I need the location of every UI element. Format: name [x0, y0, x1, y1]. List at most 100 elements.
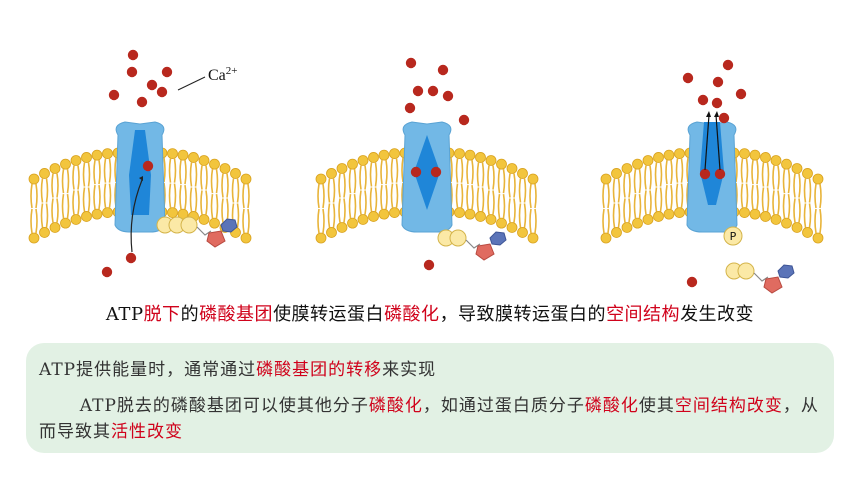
calcium-ion [686, 276, 698, 288]
calcium-ion [108, 89, 120, 101]
lipid-tail [814, 208, 822, 234]
lipid-head [475, 211, 486, 222]
lipid-head [621, 163, 633, 174]
calcium-ion [697, 94, 709, 106]
lipid-tail [168, 158, 177, 183]
lipid-tail [168, 183, 177, 208]
lipid-head [167, 148, 178, 160]
protein-channel [129, 130, 151, 215]
ca-label-leader [177, 76, 206, 91]
lipid-tail [221, 173, 229, 198]
lipid-tail [51, 198, 59, 223]
arrow-head [714, 111, 719, 117]
lipid-tail [497, 169, 506, 194]
lipid-head [517, 168, 528, 179]
lipid-head [812, 173, 824, 185]
lipid-tail [772, 165, 780, 190]
calcium-ion [404, 102, 416, 114]
lipid-tail [40, 178, 49, 203]
lipid-tail [761, 162, 770, 187]
calcium-ion [142, 160, 154, 172]
lipid-head [336, 163, 348, 174]
plain-text: ，从而导致其 [39, 396, 819, 442]
calcium-ion [430, 166, 442, 178]
lipid-head [198, 214, 210, 225]
lipid-tail [518, 178, 527, 203]
calcium-ion [156, 86, 168, 98]
lipid-tail [72, 190, 80, 215]
lipid-head [389, 148, 400, 160]
lipid-head [464, 149, 476, 161]
arrow-head [139, 176, 143, 181]
lipid-tail [359, 165, 367, 190]
lipid-head [188, 152, 199, 163]
lipid-tail [675, 158, 684, 183]
lipid-tail [612, 178, 621, 203]
lipid-tail [93, 185, 101, 210]
lipid-head [781, 158, 792, 170]
calcium-ion [427, 85, 439, 97]
calcium-ion [735, 88, 747, 100]
diagram-caption: ATP脱下的磷酸基团使膜转运蛋白磷酸化，导致膜转运蛋白的空间结构发生改变 [0, 300, 860, 326]
lipid-tail [359, 190, 367, 215]
adenine-base [220, 218, 238, 233]
lipid-head [781, 217, 792, 229]
highlight-text: 磷酸化 [584, 396, 639, 416]
lipid-tail [644, 165, 652, 190]
lipid-head [49, 222, 61, 233]
adp-linker [465, 239, 481, 249]
lipid-tail [380, 160, 388, 185]
summary-line-1: ATP提供能量时，通常通过磷酸基团的转移来实现 [39, 355, 436, 380]
lipid-head [240, 173, 252, 185]
lipid-tail [761, 187, 770, 212]
highlight-text: 磷酸基团的转移 [256, 360, 383, 380]
lipid-tail [348, 194, 357, 219]
lipid-tail [179, 160, 187, 185]
plain-text: 使膜转运蛋白 [273, 304, 385, 325]
lipid-head [70, 155, 82, 166]
ribose-sugar [206, 230, 226, 248]
bound-phosphate [723, 226, 743, 246]
lipid-tail [675, 183, 684, 208]
lipid-head [663, 208, 675, 220]
lipid-tail [751, 185, 759, 210]
lipid-head [167, 207, 178, 219]
lipid-head [642, 214, 654, 225]
lipid-head [663, 149, 675, 161]
lipid-tail [602, 183, 610, 209]
atp-linker [196, 226, 212, 236]
lipid-head [770, 155, 782, 166]
lipid-head [760, 211, 771, 222]
lipid-tail [529, 208, 537, 234]
phosphate-group [449, 229, 467, 247]
lipid-head [81, 152, 92, 163]
lipid-tail [529, 183, 537, 209]
lipid-tail [466, 185, 474, 210]
calcium-ion [718, 112, 730, 124]
lipid-tail [497, 194, 506, 219]
lipid-head [600, 173, 612, 185]
lipid-tail [30, 208, 38, 234]
lipid-head [653, 152, 664, 163]
lipid-tail [82, 187, 91, 212]
lipid-tail [455, 158, 464, 183]
lipid-tail [327, 203, 336, 228]
ion-entry-arrow [130, 179, 143, 253]
lipid-head [621, 222, 633, 233]
lipid-head [91, 149, 103, 161]
lipid-tail [231, 178, 240, 203]
lipid-head [496, 158, 507, 170]
lipid-head [326, 227, 337, 238]
lipid-head [39, 227, 50, 238]
lipid-head [368, 211, 379, 222]
lipid-head [600, 232, 612, 244]
lipid-tail [380, 185, 388, 210]
plain-text: 来实现 [382, 360, 437, 380]
lipid-tail [623, 173, 631, 198]
calcium-ion [405, 57, 417, 69]
lipid-head [674, 148, 685, 160]
lipid-head [347, 217, 358, 229]
lipid-tail [508, 173, 516, 198]
lipid-tail [803, 203, 812, 228]
plain-text: ，导致膜转运蛋白的 [439, 304, 607, 325]
